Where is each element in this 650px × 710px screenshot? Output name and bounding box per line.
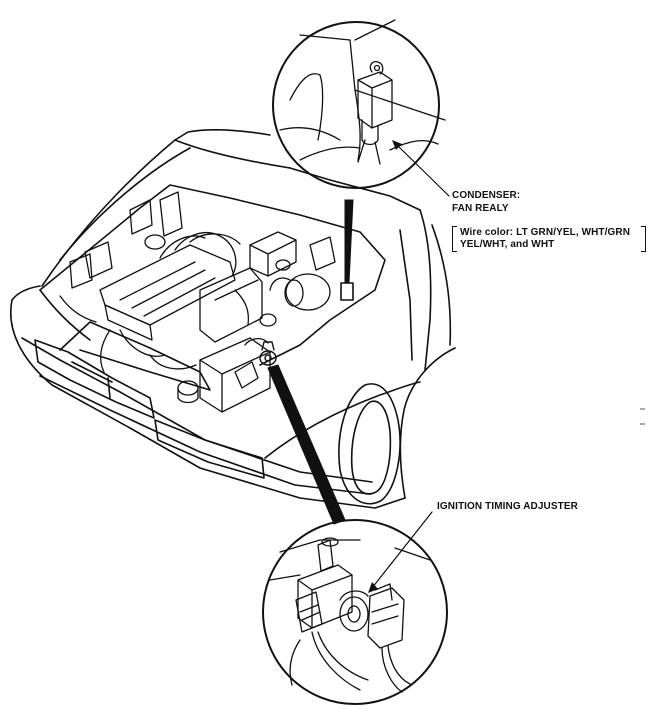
condenser-label: CONDENSER: <box>452 190 521 201</box>
bracket-left <box>452 226 457 252</box>
fan-relay-marker <box>340 282 354 301</box>
wire-color-line-1: Wire color: LT GRN/YEL, WHT/GRN <box>460 227 631 238</box>
ignition-adjuster-marker <box>259 341 277 366</box>
relay-arrow <box>392 140 402 150</box>
ignition-inset <box>262 519 448 705</box>
ignition-arrow <box>368 582 378 593</box>
leader-lines <box>371 145 450 589</box>
fan-relay-label: FAN REALY <box>452 203 509 214</box>
car-body <box>10 129 456 509</box>
bracket-right <box>641 226 646 252</box>
wire-color-line-2: YEL/WHT, and WHT <box>460 239 555 250</box>
relay-connector <box>344 199 354 283</box>
ignition-timing-label: IGNITION TIMING ADJUSTER <box>437 501 578 512</box>
ignition-connector <box>267 364 346 525</box>
fan-relay-inset <box>272 19 446 189</box>
engine <box>59 191 336 413</box>
